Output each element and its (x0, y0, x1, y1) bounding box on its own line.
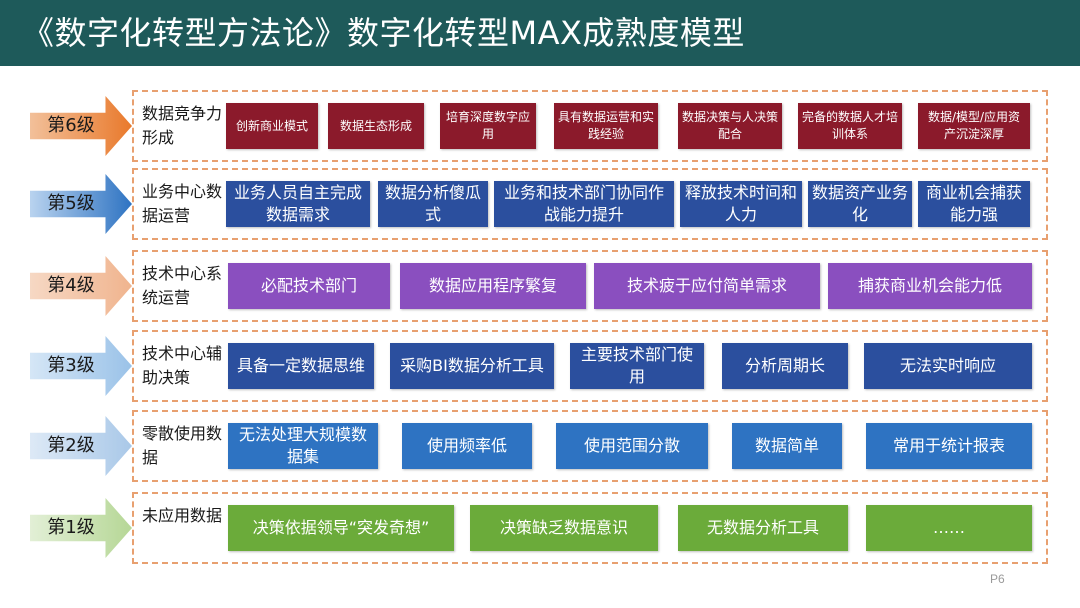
level-label: 第6级 (47, 115, 95, 136)
level-frame (132, 410, 1048, 482)
level-frame (132, 492, 1048, 564)
feature-box: 商业机会捕获能力强 (918, 181, 1030, 227)
feature-box: 无法处理大规模数据集 (228, 423, 378, 469)
level-row-4: 第4级 技术中心系统运营 必配技术部门 数据应用程序繁复 技术疲于应付简单需求 … (0, 250, 1080, 322)
title-bar: 《数字化转型方法论》数字化转型MAX成熟度模型 (0, 0, 1080, 66)
feature-box: 必配技术部门 (228, 263, 390, 309)
feature-box: …… (866, 505, 1032, 551)
feature-box: 培育深度数字应用 (440, 103, 536, 149)
feature-box: 使用频率低 (402, 423, 532, 469)
feature-box: 分析周期长 (722, 343, 848, 389)
feature-box: 数据生态形成 (328, 103, 424, 149)
level-label: 第4级 (47, 275, 95, 296)
feature-box: 数据简单 (732, 423, 842, 469)
feature-box: 完备的数据人才培训体系 (798, 103, 902, 149)
level-row-3: 第3级 技术中心辅助决策 具备一定数据思维 采购BI数据分析工具 主要技术部门使… (0, 330, 1080, 402)
level-label: 第2级 (47, 435, 95, 456)
level-description: 数据竞争力形成 (142, 104, 223, 147)
feature-box: 使用范围分散 (556, 423, 708, 469)
feature-box: 捕获商业机会能力低 (828, 263, 1032, 309)
level-label: 第5级 (47, 193, 95, 214)
feature-box: 主要技术部门使用 (570, 343, 704, 389)
level-frame (132, 330, 1048, 402)
feature-box: 采购BI数据分析工具 (390, 343, 554, 389)
feature-box: 无数据分析工具 (678, 505, 848, 551)
feature-box: 常用于统计报表 (866, 423, 1032, 469)
feature-box: 技术疲于应付简单需求 (594, 263, 820, 309)
feature-box: 决策依据领导“突发奇想” (228, 505, 454, 551)
level-description: 零散使用数据 (142, 424, 223, 467)
feature-box: 具备一定数据思维 (228, 343, 374, 389)
level-frame (132, 168, 1048, 240)
feature-box: 创新商业模式 (226, 103, 318, 149)
level-description: 未应用数据 (142, 506, 223, 525)
level-row-5: 第5级 业务中心数据运营 业务人员自主完成数据需求 数据分析傻瓜式 业务和技术部… (0, 168, 1080, 240)
level-description: 技术中心系统运营 (142, 264, 223, 307)
feature-box: 数据/模型/应用资产沉淀深厚 (918, 103, 1030, 149)
feature-box: 释放技术时间和人力 (680, 181, 802, 227)
page-number: P6 (990, 572, 1005, 586)
level-label: 第1级 (47, 517, 95, 538)
level-description: 技术中心辅助决策 (142, 344, 223, 387)
feature-box: 业务和技术部门协同作战能力提升 (494, 181, 674, 227)
feature-box: 决策缺乏数据意识 (470, 505, 658, 551)
feature-box: 数据应用程序繁复 (400, 263, 586, 309)
feature-box: 无法实时响应 (864, 343, 1032, 389)
level-frame (132, 90, 1048, 162)
page-title: 《数字化转型方法论》数字化转型MAX成熟度模型 (22, 14, 745, 52)
feature-box: 数据决策与人决策配合 (678, 103, 782, 149)
feature-box: 业务人员自主完成数据需求 (226, 181, 370, 227)
feature-box: 数据资产业务化 (808, 181, 912, 227)
level-frame (132, 250, 1048, 322)
feature-box: 具有数据运营和实践经验 (554, 103, 658, 149)
level-row-1: 第1级 未应用数据 决策依据领导“突发奇想” 决策缺乏数据意识 无数据分析工具 … (0, 492, 1080, 564)
level-row-6: 第6级 数据竞争力形成 创新商业模式 数据生态形成 培育深度数字应用 具有数据运… (0, 90, 1080, 162)
level-label: 第3级 (47, 355, 95, 376)
level-row-2: 第2级 零散使用数据 无法处理大规模数据集 使用频率低 使用范围分散 数据简单 … (0, 410, 1080, 482)
feature-box: 数据分析傻瓜式 (378, 181, 488, 227)
level-description: 业务中心数据运营 (142, 182, 223, 225)
